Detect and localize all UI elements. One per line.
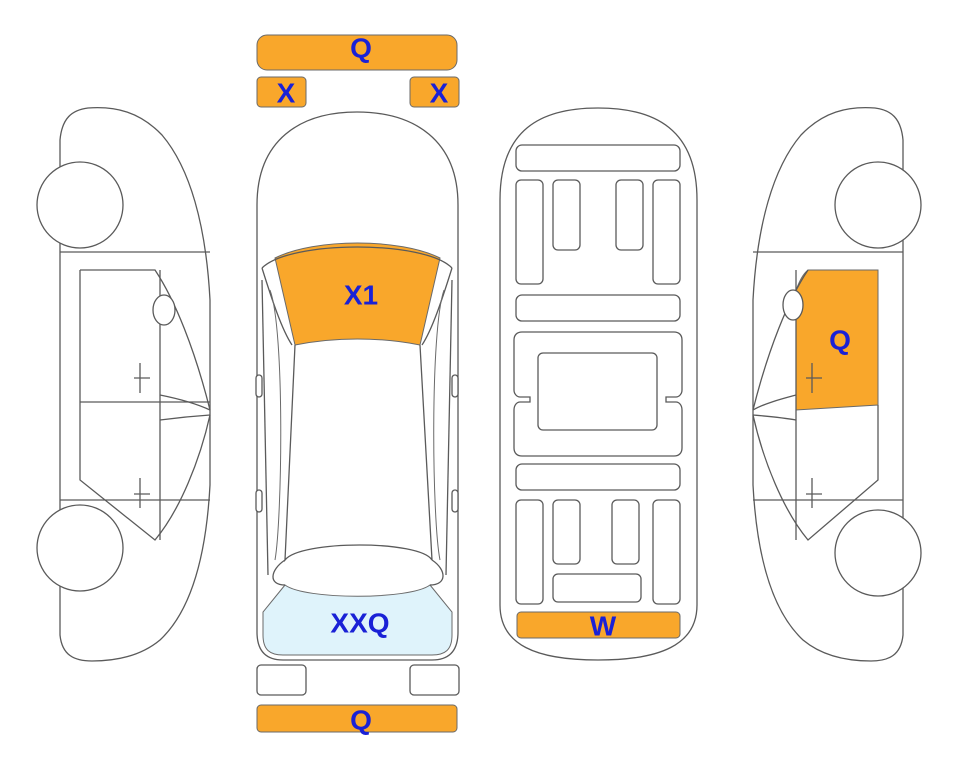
underbody-panel[interactable] — [552, 179, 581, 251]
underbody-panel[interactable] — [652, 179, 681, 285]
front-bumper-label: Q — [350, 33, 372, 64]
windshield-zone[interactable] — [274, 242, 441, 346]
front-bumper-zone[interactable] — [256, 34, 458, 71]
underbody-front-bar[interactable] — [515, 144, 681, 172]
rear-bumper-zone[interactable] — [256, 704, 458, 733]
underbody-panel[interactable] — [515, 499, 544, 605]
underbody-panel[interactable] — [615, 179, 644, 251]
rear-window-label: XXQ — [330, 608, 389, 639]
underbody-bar[interactable] — [515, 294, 681, 322]
underbody-panel[interactable] — [552, 499, 581, 565]
right-rear-wheel — [834, 509, 922, 597]
underbody-panel[interactable] — [652, 499, 681, 605]
right-headlight-zone[interactable] — [409, 76, 460, 108]
rear-bumper-label: Q — [350, 705, 372, 736]
underbody-view: W — [499, 107, 698, 661]
underbody-center-panel[interactable] — [537, 352, 658, 431]
left-taillight[interactable] — [256, 664, 307, 696]
right-front-wheel — [834, 161, 922, 249]
left-headlight-label: X — [277, 78, 296, 109]
left-headlight-zone[interactable] — [256, 76, 307, 108]
left-front-wheel — [36, 161, 124, 249]
underbody-bar[interactable] — [515, 463, 681, 491]
left-rear-wheel — [36, 504, 124, 592]
top-view-body — [256, 111, 459, 661]
right-side-view: Q — [752, 106, 922, 662]
left-mirror — [152, 294, 176, 326]
windshield-label: X1 — [344, 280, 378, 311]
underbody-bar[interactable] — [552, 573, 642, 603]
right-rear-door-label: Q — [829, 325, 851, 356]
underbody-rear-zone[interactable] — [516, 611, 681, 639]
right-headlight-label: X — [430, 78, 449, 109]
underbody-panel[interactable] — [611, 499, 640, 565]
underbody-rear-label: W — [590, 611, 617, 642]
left-side-view — [36, 106, 211, 662]
rear-window-zone[interactable] — [262, 584, 453, 656]
underbody-panel[interactable] — [515, 179, 544, 285]
right-mirror — [782, 289, 804, 321]
right-rear-door-zone[interactable] — [795, 269, 879, 411]
right-taillight[interactable] — [409, 664, 460, 696]
top-view: Q X X X1 XXQ Q — [255, 33, 460, 736]
